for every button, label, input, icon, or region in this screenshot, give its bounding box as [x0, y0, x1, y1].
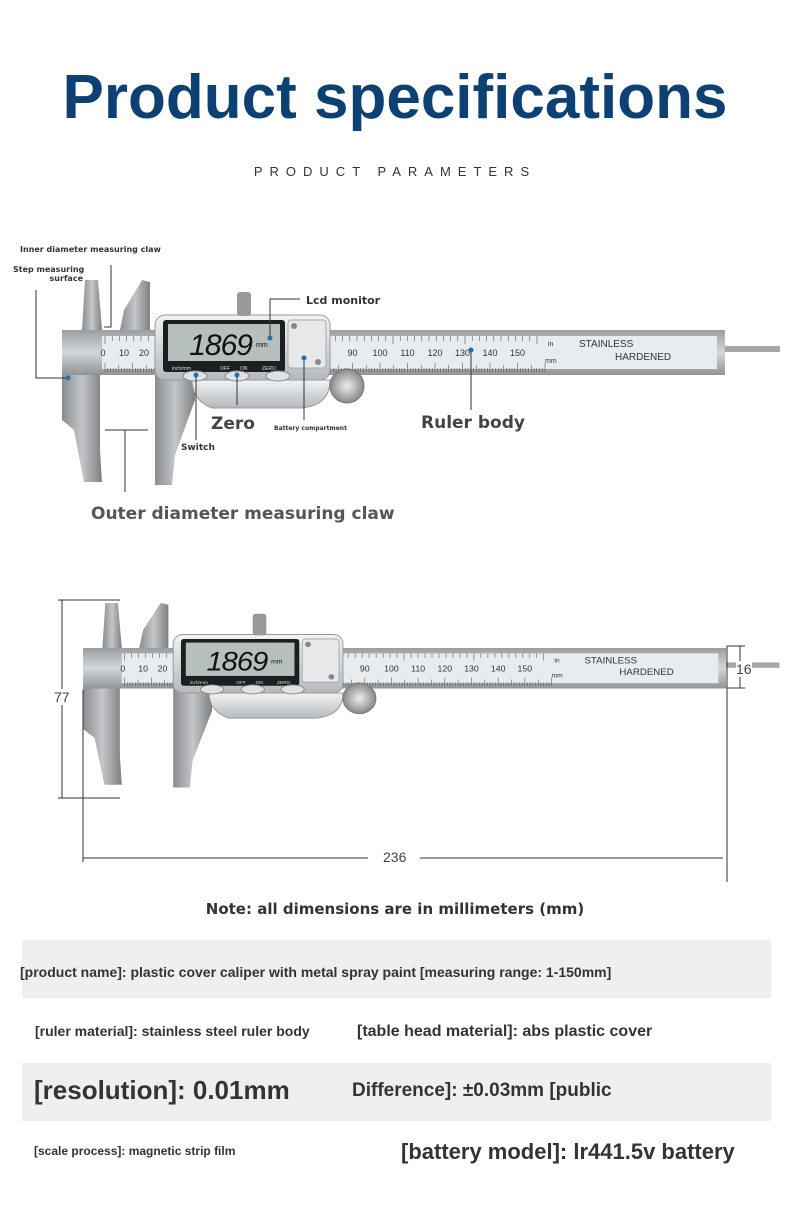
dimension-height: 77 [54, 689, 70, 705]
spec-difference: Difference]: ±0.03mm [public [352, 1080, 612, 1101]
lcd-button-label: inch/mm [172, 366, 191, 372]
depth-rod [725, 346, 780, 352]
lcd-button-label: ZERO [262, 366, 276, 372]
spec-ruler-material: [ruler material]: stainless steel ruler … [35, 1023, 310, 1039]
thumb-wheel-icon [342, 682, 377, 715]
label-battery-compartment: Battery compartment [274, 425, 347, 432]
label-lcd-monitor: Lcd monitor [306, 294, 381, 307]
spec-scale-process: [scale process]: magnetic strip film [34, 1144, 236, 1158]
inner-sliding-jaw [139, 603, 169, 648]
lcd-button-label: inch/mm [190, 680, 208, 685]
scale-number: 110 [400, 348, 414, 358]
page-title: Product specifications [62, 63, 728, 132]
ruler-scale-in-label: in [554, 658, 560, 665]
scale-number: 120 [427, 348, 442, 358]
label-outer-claw: Outer diameter measuring claw [91, 504, 395, 524]
inner-fixed-jaw [102, 603, 122, 648]
ruler-stamp-line2: HARDENED [615, 352, 671, 363]
scale-number: 20 [158, 664, 168, 674]
scale-number: 0 [100, 348, 105, 358]
dimension-note: Note: all dimensions are in millimeters … [205, 900, 585, 918]
scale-number: 120 [438, 664, 453, 674]
battery-cover [301, 638, 340, 683]
spec-band-1 [22, 940, 771, 998]
lock-screw-icon [252, 613, 267, 636]
inner-fixed-jaw [82, 280, 102, 330]
lcd-button-label: OFF [236, 680, 246, 685]
lcd-screen [185, 642, 295, 676]
outer-fixed-jaw [62, 375, 102, 482]
spec-resolution: [resolution]: 0.01mm [34, 1075, 290, 1105]
ruler-scale-in-label: in [548, 341, 554, 348]
lcd-reading: 1869 [189, 329, 253, 362]
dimension-length: 236 [383, 849, 407, 865]
ruler-stamp-line1: STAINLESS [584, 656, 637, 666]
lcd-button-label: ON [256, 680, 263, 685]
lcd-button [280, 684, 305, 695]
scale-number: 10 [138, 664, 148, 674]
label-zero: Zero [211, 414, 255, 434]
label-step-surface-line1: Step measuring [13, 265, 85, 274]
callout-lines [35, 265, 472, 492]
lcd-button-label: ZERO [277, 680, 291, 685]
spec-product-name: [product name]: plastic cover caliper wi… [20, 964, 612, 980]
head-body [191, 379, 331, 409]
screw-icon [291, 323, 297, 329]
inner-sliding-jaw [120, 280, 150, 330]
scale-number: 110 [411, 664, 425, 674]
scale-number: 100 [384, 664, 399, 674]
lcd-reading: 1869 [206, 646, 268, 676]
lcd-button [199, 684, 225, 695]
lcd-screen [168, 324, 280, 361]
scale-number: 0 [120, 664, 125, 674]
scale-number: 140 [482, 348, 497, 358]
label-step-surface: Step measuring surface [13, 265, 85, 283]
scale-number: 90 [360, 664, 370, 674]
screw-icon [305, 641, 311, 648]
lcd-unit: mm [271, 658, 283, 665]
scale-number: 130 [455, 348, 470, 358]
scale-number: 150 [510, 348, 525, 358]
outer-sliding-jaw [155, 375, 195, 485]
scale-number: 130 [464, 664, 479, 674]
lcd-button [240, 684, 265, 695]
ruler-scale-mm-label: mm [545, 358, 557, 365]
ruler-stamp-line1: STAINLESS [579, 339, 634, 350]
outer-fixed-jaw [83, 688, 122, 785]
label-switch: Switch [181, 443, 215, 453]
screw-icon [315, 359, 321, 365]
page-subtitle: PRODUCT PARAMETERS [253, 164, 537, 179]
lcd-unit: mm [256, 342, 268, 349]
head-body [208, 692, 344, 719]
scale-number: 150 [518, 664, 533, 674]
scale-number: 10 [119, 348, 129, 358]
spec-head-material: [table head material]: abs plastic cover [357, 1023, 653, 1040]
ruler-scale-mm-label: mm [552, 673, 564, 680]
lcd-button-label: ON [240, 366, 248, 372]
battery-cover [287, 319, 327, 369]
label-ruler-body: Ruler body [421, 413, 525, 433]
dimension-lines [58, 599, 745, 882]
screw-icon [328, 674, 335, 680]
thumb-wheel-icon [329, 368, 365, 404]
outer-sliding-jaw [173, 688, 213, 788]
spec-battery-model: [battery model]: lr441.5v battery [401, 1139, 735, 1164]
scale-number: 20 [139, 348, 149, 358]
dimension-thickness: 16 [736, 661, 752, 677]
label-inner-claw: Inner diameter measuring claw [20, 245, 161, 254]
label-step-surface-line2: surface [49, 274, 83, 283]
callout-dots [65, 335, 474, 381]
spec-band-2 [22, 1063, 771, 1121]
scale-number: 90 [347, 348, 357, 358]
lock-screw-icon [237, 292, 251, 316]
scale-number: 140 [491, 664, 506, 674]
ruler-stamp-line2: HARDENED [619, 667, 674, 677]
lcd-button [265, 370, 291, 382]
scale-number: 100 [372, 348, 387, 358]
depth-rod [726, 662, 780, 668]
lcd-button-label: OFF [220, 366, 230, 372]
